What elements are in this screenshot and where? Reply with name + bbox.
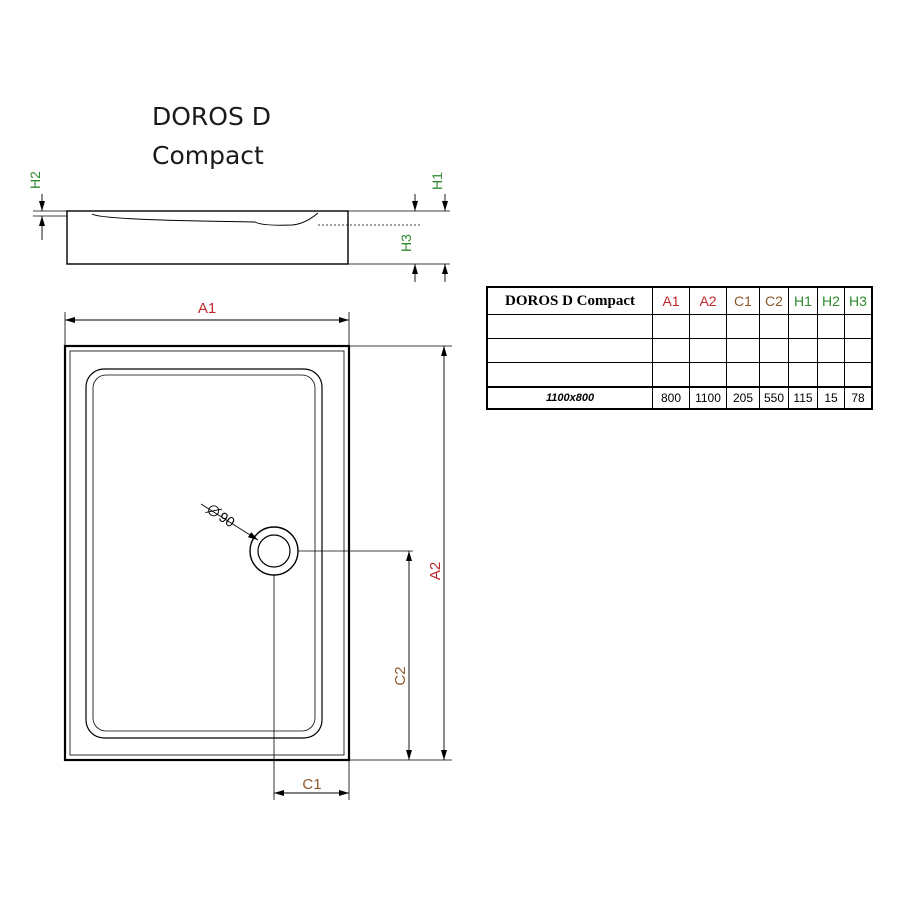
drain-outer-ring [249, 526, 299, 576]
dim-label-a2: A2 [427, 562, 444, 580]
table-header-h1: H1 [788, 286, 818, 315]
table-empty-row [486, 338, 873, 363]
table-header-h2: H2 [817, 286, 845, 315]
basin-inner-contour [92, 374, 316, 732]
dim-label-h3: H3 [398, 234, 414, 252]
table-header-row: DOROS D Compact A1 A2 C1 C2 H1 H2 H3 [486, 286, 873, 315]
drain-diameter-value: 90 [216, 508, 238, 530]
dim-label-c2: C2 [392, 666, 409, 685]
table-model-header: DOROS D Compact [486, 286, 653, 315]
table-header-a1: A1 [652, 286, 690, 315]
dim-label-a1: A1 [198, 300, 216, 317]
top-view [63, 312, 452, 800]
product-subtitle: Compact [152, 141, 264, 170]
table-cell-c2: 550 [759, 386, 789, 410]
table-cell-a2: 1100 [689, 386, 727, 410]
tray-outer-edge [63, 344, 351, 762]
basin-outer-contour [85, 368, 323, 739]
table-cell-model: 1100x800 [486, 386, 653, 410]
table-empty-row [486, 362, 873, 388]
table-header-a2: A2 [689, 286, 727, 315]
table-empty-row [486, 314, 873, 339]
diameter-symbol-icon [208, 505, 220, 517]
drain-diameter-label: 90 [205, 505, 238, 530]
table-cell-a1: 800 [652, 386, 690, 410]
side-view [33, 194, 450, 282]
table-cell-h2: 15 [817, 386, 845, 410]
tray-side-profile [66, 210, 349, 265]
table-row: 1100x800 800 1100 205 550 115 15 78 [486, 386, 873, 410]
tray-inner-edge [69, 350, 345, 756]
drain-inner-ring [257, 534, 291, 568]
table-cell-c1: 205 [726, 386, 760, 410]
dim-label-h2: H2 [27, 171, 43, 189]
table-header-c2: C2 [759, 286, 789, 315]
table-cell-h3: 78 [844, 386, 873, 410]
table-header-h3: H3 [844, 286, 873, 315]
table-header-c1: C1 [726, 286, 760, 315]
dimensions-table: DOROS D Compact A1 A2 C1 C2 H1 H2 H3 110… [486, 286, 873, 410]
product-title: DOROS D [152, 102, 272, 131]
dim-label-c1: C1 [302, 776, 321, 793]
tray-basin-contour [91, 212, 319, 226]
dim-label-h1: H1 [429, 172, 445, 190]
table-cell-h1: 115 [788, 386, 818, 410]
